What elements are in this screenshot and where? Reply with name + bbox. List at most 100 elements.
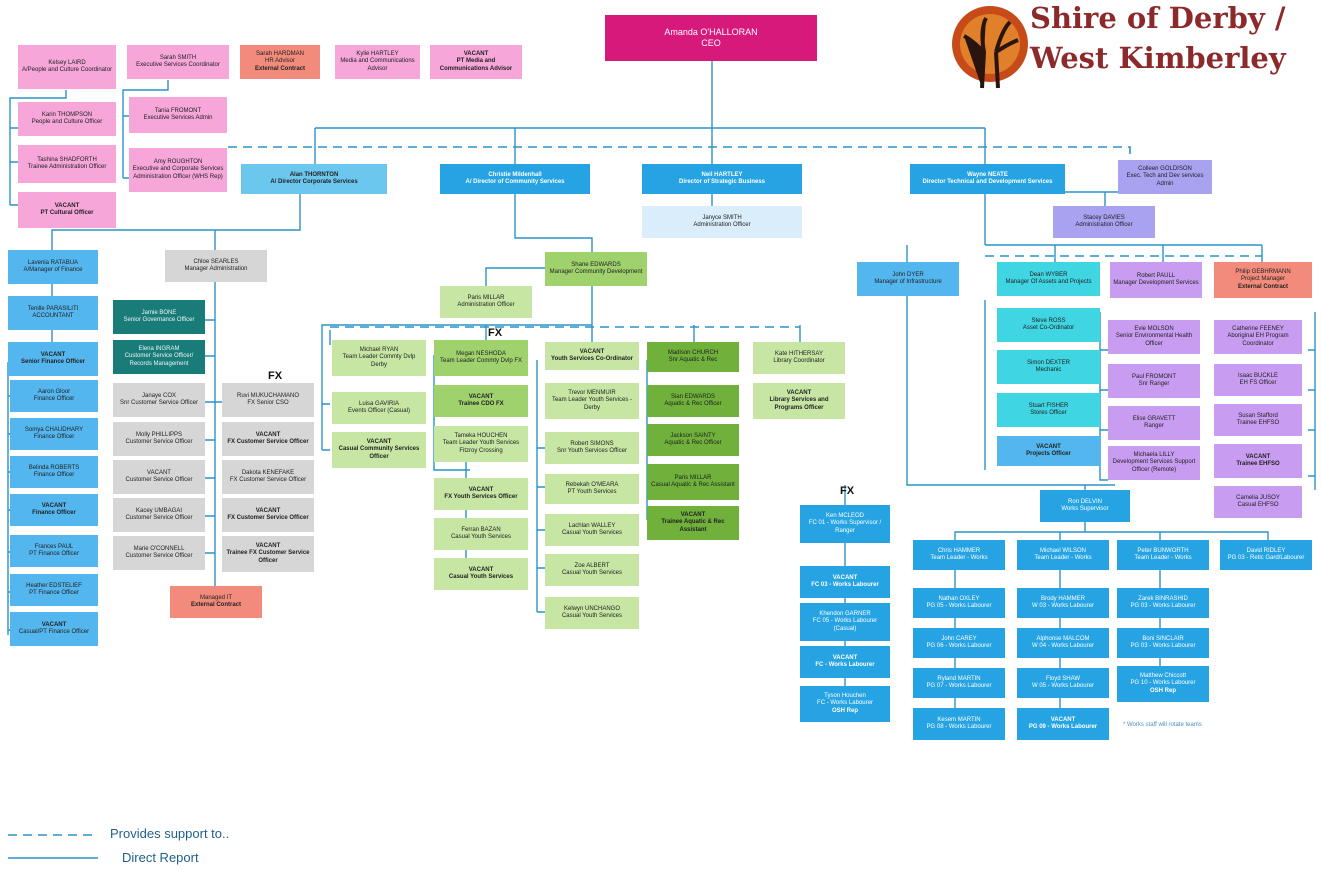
role-title: Finance Officer xyxy=(33,472,75,478)
person-name: Paris MILLAR xyxy=(467,294,505,301)
person-name: Ruvi MUKUCHAMANO xyxy=(236,392,299,399)
role-title: Finance Officer xyxy=(32,510,76,516)
role-title: FC - Works Labourer xyxy=(815,662,875,668)
person-name: VACANT xyxy=(41,502,67,509)
person-name: VACANT xyxy=(786,390,812,397)
person-name: Jackson SAINTY xyxy=(670,432,716,439)
role-title: Team Leader - Works xyxy=(1134,555,1192,561)
person-name: Amanda O'HALLORAN xyxy=(664,27,758,38)
person-name: Dean WYBER xyxy=(1029,271,1068,278)
person-name: VACANT xyxy=(468,566,494,573)
person-name: Zoe ALBERT xyxy=(574,562,610,569)
role-title: Customer Service Officer xyxy=(125,477,193,483)
person-name: Brody HAMMER xyxy=(1040,595,1085,602)
person-name: Tania FROMONT xyxy=(154,107,202,114)
role-title: Casual Youth Services xyxy=(448,574,514,580)
role-title: PG 03 - Works Labourer xyxy=(1130,603,1196,609)
role-title: Manager Administration xyxy=(184,266,248,272)
role-title: Team Leader - Works xyxy=(1034,555,1092,561)
role-title: Snr Customer Service Officer xyxy=(120,400,198,406)
person-name: Madison CHURCH xyxy=(667,349,719,356)
person-name: Jamie BONE xyxy=(141,309,177,316)
person-name: VACANT xyxy=(468,393,494,400)
person-name: Trevor MENMUIR xyxy=(568,390,616,397)
person-name: Robert SIMONS xyxy=(570,440,614,447)
role-title: PG 07 - Works Labourer xyxy=(926,683,992,689)
person-name: Ferran BAZAN xyxy=(461,526,501,533)
role-title: Finance Officer xyxy=(33,434,75,440)
role-title: Aquatic & Rec Officer xyxy=(664,440,722,446)
fx-label: FX xyxy=(268,370,283,382)
person-name: Molly PHILLIPPS xyxy=(135,431,183,438)
role-title: FC 01 - Works Supervisor / Ranger xyxy=(808,520,882,534)
brand-name: Shire of Derby / West Kimberley xyxy=(1030,0,1286,78)
role-title: Senior Environmental Health Officer xyxy=(1115,333,1193,347)
legend-support-label: Provides support to.. xyxy=(110,826,230,841)
role-note: OSH Rep xyxy=(1149,687,1176,694)
legend-direct-label: Direct Report xyxy=(122,850,199,865)
role-title: PT Media and Communications Advisor xyxy=(439,58,513,72)
role-title: Casual Youth Services xyxy=(561,530,623,536)
role-title: Executive Services Coordinator xyxy=(136,62,220,68)
role-title: Senior Finance Officer xyxy=(20,359,86,365)
role-title: Director Technical and Development Servi… xyxy=(922,179,1053,185)
role-title: Stores Officer xyxy=(1030,410,1067,416)
role-title: FC 03 - Works Labourer xyxy=(811,582,879,588)
role-title: Customer Service Officer xyxy=(125,553,193,559)
person-name: Heather EDSTELIEF xyxy=(26,582,82,589)
person-name: Lachlan WALLEY xyxy=(568,522,616,529)
person-name: Janyce SMITH xyxy=(702,214,742,221)
role-title: Works Supervisor xyxy=(1061,506,1109,512)
person-name: Elise GRAVETT xyxy=(1132,415,1176,422)
person-name: Chloe SEARLES xyxy=(193,258,239,265)
person-name: Chris HAMMER xyxy=(937,547,981,554)
role-title: Snr Aquatic & Rec xyxy=(668,357,718,363)
role-title: Manager of Infrastructure xyxy=(874,279,942,285)
person-name: VACANT xyxy=(40,351,66,358)
person-name: Steve ROSS xyxy=(1031,317,1066,324)
role-title: Ranger xyxy=(1144,423,1164,429)
role-title: Executive Services Admin xyxy=(143,115,213,121)
role-title: W 04 - Works Labourer xyxy=(1032,643,1094,649)
person-name: VACANT xyxy=(255,431,281,438)
fx-label: FX xyxy=(840,485,855,497)
person-name: Kesem MARTIN xyxy=(937,716,981,723)
person-name: Paris MILLAR xyxy=(674,474,712,481)
role-title: Team Leader Commty Dvlp Derby xyxy=(342,354,416,368)
role-title: Administration Officer xyxy=(1075,222,1133,228)
role-title: Administration Officer xyxy=(693,222,751,228)
person-name: John DYER xyxy=(892,271,924,278)
role-title: Aboriginal EH Program Coordinator xyxy=(1227,333,1289,347)
person-name: Christie Mildenhall xyxy=(488,171,542,178)
role-title: Manager Community Development xyxy=(549,269,643,275)
role-title: Projects Officer xyxy=(1026,451,1071,457)
person-name: Aaron Gloor xyxy=(37,388,71,395)
role-title: FX Customer Service Officer xyxy=(229,477,307,483)
person-name: Zarek BINRASHID xyxy=(1138,595,1188,602)
